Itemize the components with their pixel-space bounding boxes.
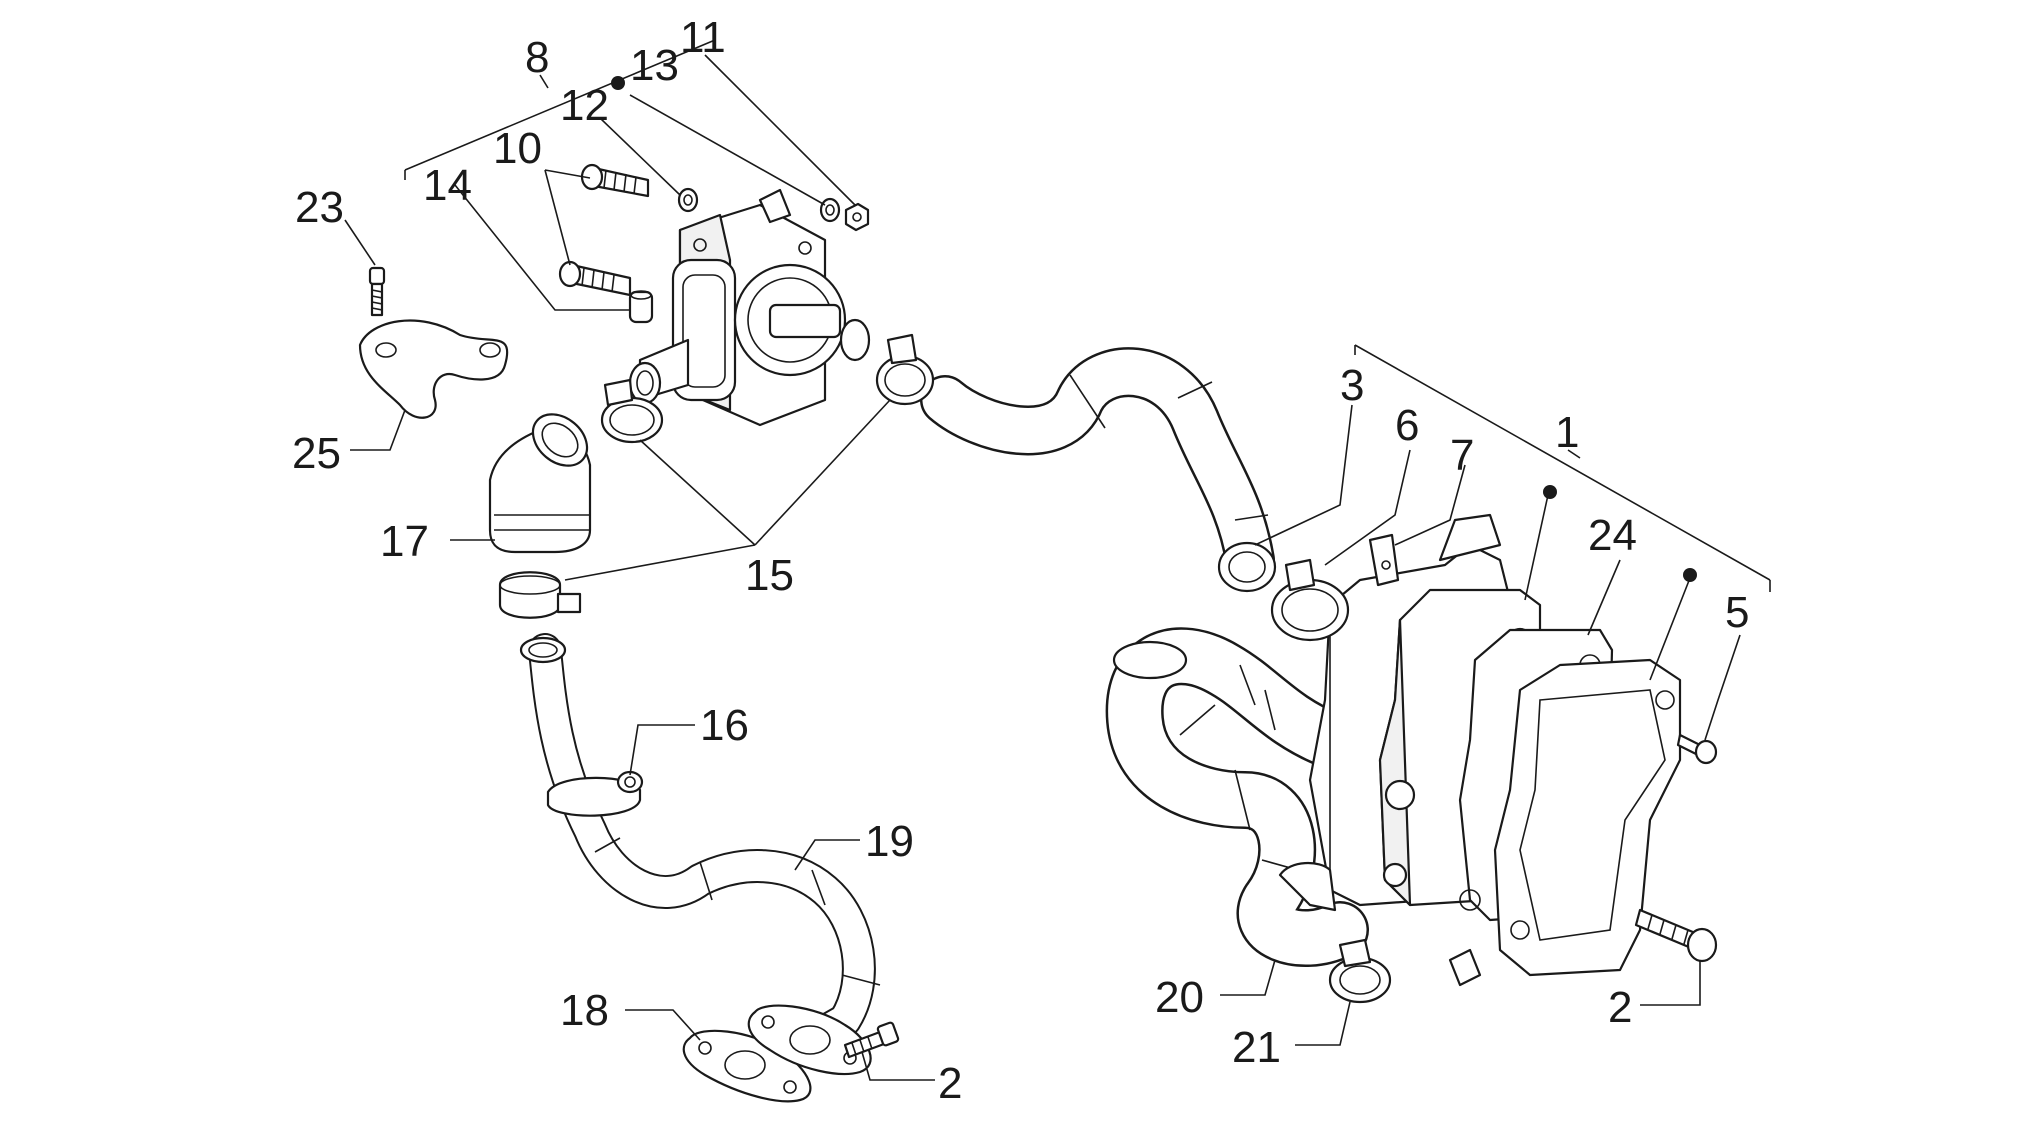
- hose-20: [1105, 627, 1369, 967]
- elbow-17: [488, 413, 592, 554]
- label-12: 12: [560, 81, 609, 130]
- label-2-right: 2: [1608, 983, 1632, 1032]
- nut-11: [844, 202, 870, 232]
- leader-lines: [344, 39, 1771, 1081]
- clamp-16: [546, 770, 644, 817]
- label-25: 25: [292, 429, 341, 478]
- clamp-6: [1270, 558, 1350, 642]
- label-23: 23: [295, 183, 344, 232]
- clamp-21: [1328, 938, 1392, 1004]
- washer-13: [819, 197, 841, 223]
- label-19: 19: [865, 817, 914, 866]
- clamp-15-upper-right: [875, 333, 935, 406]
- label-6: 6: [1395, 401, 1419, 450]
- screw-23: [368, 266, 386, 317]
- clamp-15-upper-left: [600, 378, 664, 444]
- label-5: 5: [1725, 588, 1749, 637]
- reed-valve-box: [1278, 513, 1682, 987]
- label-14: 14: [423, 161, 472, 210]
- spacer-14: [628, 290, 654, 324]
- label-13: 13: [630, 41, 679, 90]
- dot-marker-13: [611, 76, 625, 90]
- label-8: 8: [525, 33, 549, 82]
- bolt-2-right: [1634, 908, 1718, 963]
- label-21: 21: [1232, 1023, 1281, 1072]
- hose-19: [519, 633, 881, 1057]
- gasket-18: [682, 1029, 812, 1103]
- dot-marker-1: [1543, 485, 1557, 499]
- label-15: 15: [745, 551, 794, 600]
- label-10: 10: [493, 124, 542, 173]
- bolt-10-top: [580, 163, 650, 198]
- bracket-25: [358, 319, 509, 419]
- label-16: 16: [700, 701, 749, 750]
- label-7: 7: [1450, 431, 1474, 480]
- label-3: 3: [1340, 361, 1364, 410]
- dot-marker-24: [1683, 568, 1697, 582]
- clamp-15-lower: [498, 571, 582, 619]
- label-24: 24: [1588, 511, 1637, 560]
- valve-assembly: [628, 188, 871, 427]
- label-17: 17: [380, 517, 429, 566]
- flange-19: [747, 1004, 872, 1076]
- label-11: 11: [680, 13, 726, 62]
- label-20: 20: [1155, 973, 1204, 1022]
- screw-5: [1676, 733, 1718, 765]
- washer-12: [677, 187, 699, 213]
- bolt-10-bottom: [558, 260, 632, 297]
- label-18: 18: [560, 986, 609, 1035]
- label-1: 1: [1555, 408, 1579, 457]
- hose-3: [920, 347, 1277, 593]
- bolt-2-lower: [843, 1021, 900, 1059]
- label-2-lower: 2: [938, 1059, 962, 1108]
